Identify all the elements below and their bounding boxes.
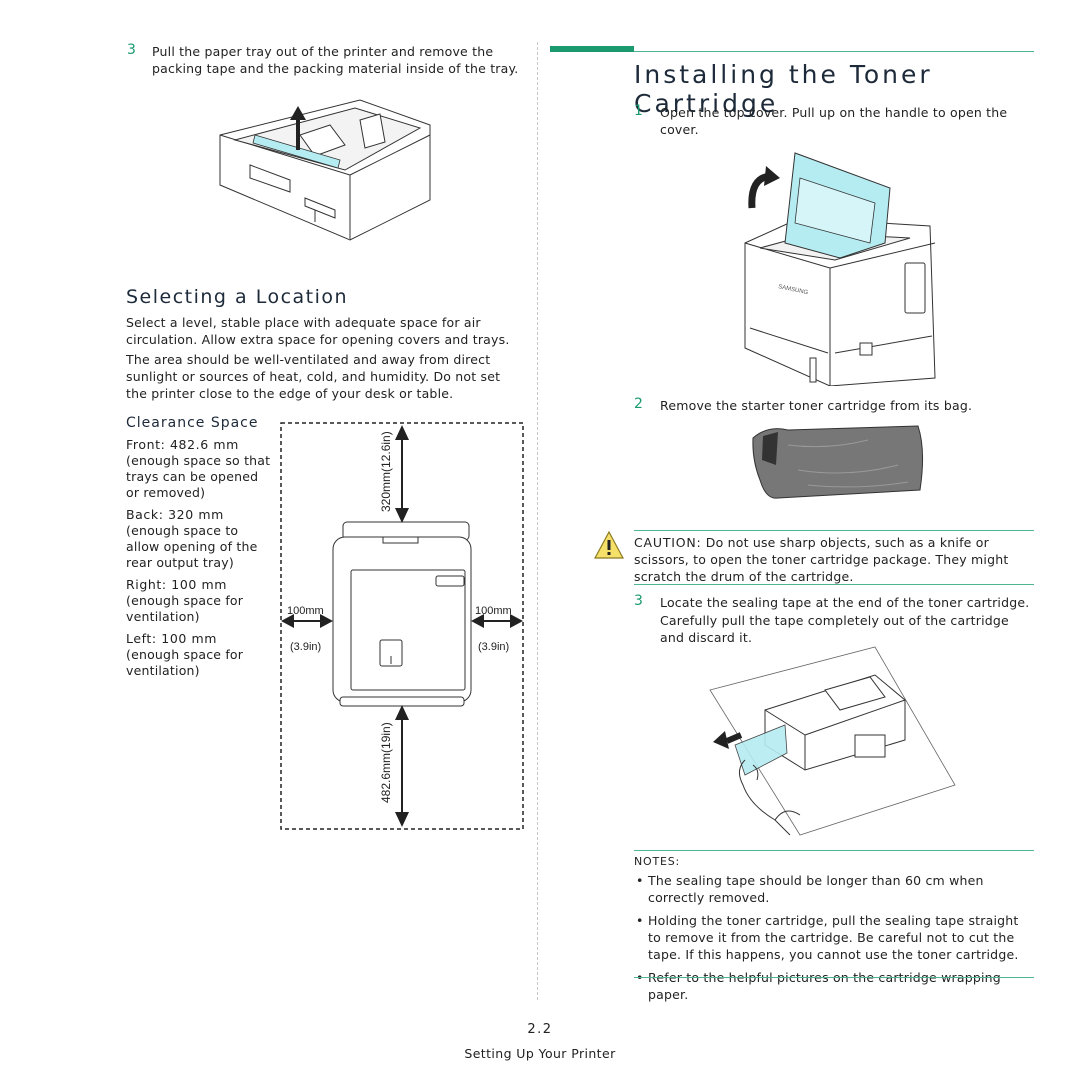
notes-top-rule [634,850,1034,851]
clearance-list: Front: 482.6 mm (enough space so that tr… [126,437,274,679]
left-clearance-mm: 100mm [287,605,324,617]
clearance-desc: (enough space so that trays can be opene… [126,453,271,500]
note-item: Holding the toner cartridge, pull the se… [634,912,1034,963]
page-title: Installing the Toner Cartridge [634,60,933,118]
bottom-clearance-label: 482.6mm(19in) [379,722,393,803]
step-text: Pull the paper tray out of the printer a… [152,44,519,76]
clearance-desc: (enough space for ventilation) [126,593,244,624]
clearance-boundary [280,422,524,830]
clearance-desc: (enough space for ventilation) [126,647,244,678]
clearance-label: Back: 320 mm [126,507,224,522]
right-clearance-in: (3.9in) [478,641,509,653]
clearance-desc: (enough space to allow opening of the re… [126,523,258,570]
clearance-label: Front: 482.6 mm [126,437,239,452]
toner-bag-illustration [752,425,924,499]
left-clearance-in: (3.9in) [290,641,321,653]
chapter-title: Setting Up Your Printer [464,1046,616,1061]
paragraph: The area should be well-ventilated and a… [126,352,501,401]
sealing-tape-illustration [709,646,956,836]
step-text: Carefully pull the tape completely out o… [660,613,1009,645]
top-clearance-label: 320mm(12.6in) [379,431,393,512]
subsection-title: Clearance Space [126,415,259,431]
step-number: 3 [127,42,136,58]
caution-top-rule [634,530,1034,531]
clearance-label: Right: 100 mm [126,577,228,592]
step-number: 3 [634,593,643,609]
title-rule [634,51,1034,52]
clearance-diagram: 320mm(12.6in) 482.6mm(19in) 100mm (3.9in… [280,422,524,830]
warning-icon [593,530,625,559]
notes-label: NOTES: [634,855,681,868]
page-number: 2.2 [527,1022,553,1037]
step-number: 1 [634,103,643,119]
column-divider [537,42,538,1000]
step-number: 2 [634,396,643,412]
step-text: Remove the starter toner cartridge from … [660,398,973,413]
notes-bottom-rule [634,977,1034,978]
title-accent-bar [550,46,634,52]
caution-text: Do not use sharp objects, such as a knif… [634,535,1009,584]
note-item: The sealing tape should be longer than 6… [634,872,1034,906]
paper-tray-illustration [219,99,431,241]
notes-list: The sealing tape should be longer than 6… [634,872,1034,1009]
right-clearance-mm: 100mm [475,605,512,617]
caution-block: CAUTION: Do not use sharp objects, such … [634,534,1034,585]
caution-bottom-rule [634,584,1034,585]
step-text: Locate the sealing tape at the end of th… [660,595,1030,610]
printer-open-cover-illustration: SAMSUNG [744,152,936,386]
caution-label: CAUTION: [634,535,702,550]
section-title: Selecting a Location [126,286,349,308]
note-item: Refer to the helpful pictures on the car… [634,969,1034,1003]
step-text: Open the top cover. Pull up on the handl… [660,105,1008,137]
paragraph: Select a level, stable place with adequa… [126,315,510,347]
clearance-label: Left: 100 mm [126,631,218,646]
